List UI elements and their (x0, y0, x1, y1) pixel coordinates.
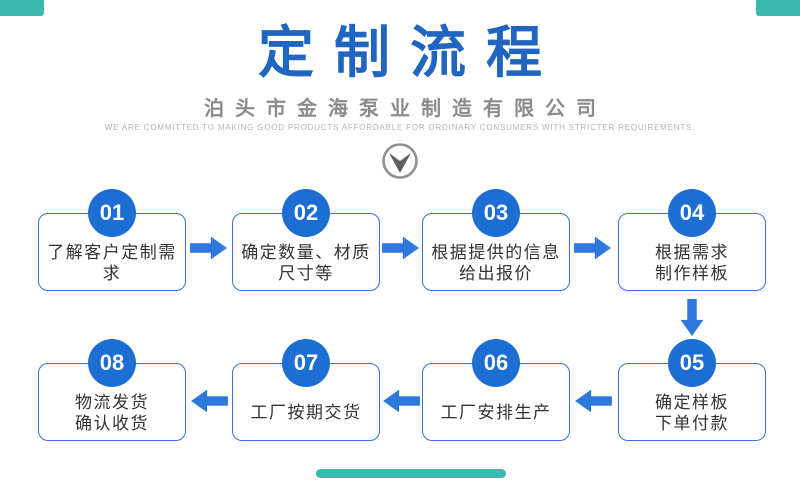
page-title: 定制流程 (258, 21, 562, 84)
step-text-line: 下单付款 (655, 413, 729, 433)
step-text-line: 了解客户定制需 (47, 242, 177, 262)
step-number-badge: 08 (88, 339, 136, 387)
step-text: 根据需求 制作样板 (623, 239, 761, 286)
step-text-line: 根据提供的信息 (431, 242, 561, 262)
step-text: 确定数量、材质 尺寸等 (237, 239, 375, 286)
step-text: 工厂安排生产 (427, 389, 565, 436)
company-name: 泊头市金海泵业制造有限公司 (204, 98, 607, 120)
step-text: 物流发货 确认收货 (43, 389, 181, 436)
step-text-line: 工厂安排生产 (440, 403, 552, 422)
step-number-badge: 05 (668, 339, 716, 387)
step-card-02: 02 确定数量、材质 尺寸等 (232, 189, 380, 291)
arrow-down-icon (674, 299, 710, 342)
corner-accent-right (756, 0, 800, 16)
corner-accent-left (0, 0, 44, 16)
arrow-left-icon (574, 384, 612, 423)
step-number-badge: 01 (88, 189, 136, 237)
step-number-badge: 02 (282, 189, 330, 237)
step-text-line: 物流发货 (75, 392, 149, 412)
step-card-06: 06 工厂安排生产 (422, 339, 570, 441)
step-card-07: 07 工厂按期交货 (232, 339, 380, 441)
arrow-right-icon (574, 231, 612, 270)
step-card-04: 04 根据需求 制作样板 (618, 189, 766, 291)
step-text-line: 确认收货 (75, 413, 149, 433)
step-text-line: 工厂按期交货 (250, 403, 362, 422)
chevron-down-icon (380, 141, 420, 181)
bottom-accent-bar (316, 469, 506, 478)
company-tagline: WE ARE COMMITTED TO MAKING GOOD PRODUCTS… (104, 123, 696, 132)
step-number-badge: 07 (282, 339, 330, 387)
step-text-line: 确定样板 (655, 392, 729, 412)
step-number-badge: 06 (472, 339, 520, 387)
arrow-left-icon (382, 384, 420, 423)
step-card-01: 01 了解客户定制需 求 (38, 189, 186, 291)
arrow-left-icon (190, 384, 228, 423)
arrow-right-icon (382, 231, 420, 270)
step-text-line: 确定数量、材质 (241, 242, 371, 262)
step-card-03: 03 根据提供的信息 给出报价 (422, 189, 570, 291)
step-number-badge: 04 (668, 189, 716, 237)
step-text-line: 根据需求 (655, 242, 729, 262)
step-number-badge: 03 (472, 189, 520, 237)
step-text: 工厂按期交货 (237, 389, 375, 436)
step-text-line: 求 (102, 263, 122, 283)
step-text: 根据提供的信息 给出报价 (427, 239, 565, 286)
step-text-line: 给出报价 (459, 263, 533, 283)
step-text: 了解客户定制需 求 (43, 239, 181, 286)
step-text-line: 尺寸等 (278, 263, 334, 283)
step-text: 确定样板 下单付款 (623, 389, 761, 436)
step-card-05: 05 确定样板 下单付款 (618, 339, 766, 441)
arrow-right-icon (190, 231, 228, 270)
step-text-line: 制作样板 (655, 263, 729, 283)
step-card-08: 08 物流发货 确认收货 (38, 339, 186, 441)
